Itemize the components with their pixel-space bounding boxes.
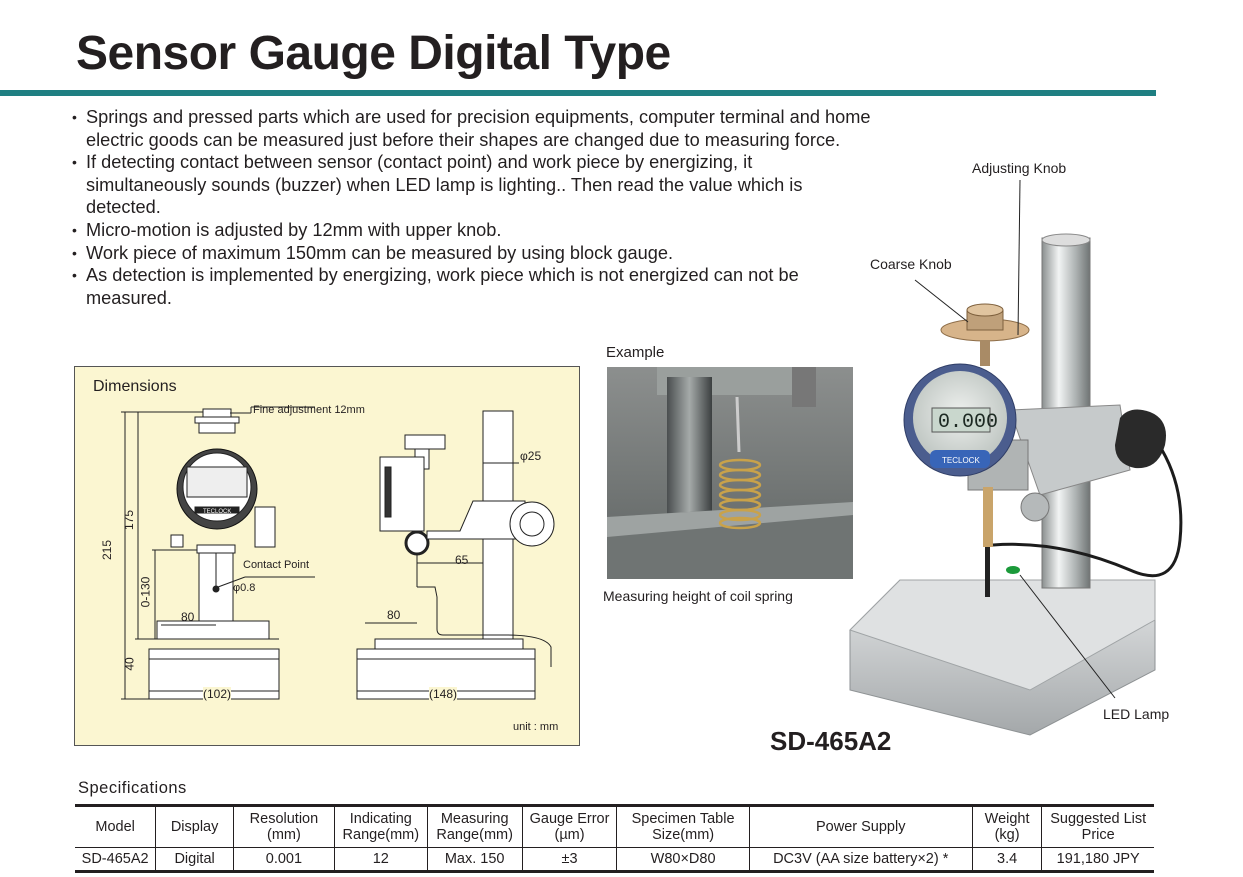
dim-215-label: 215 — [100, 539, 115, 561]
adjusting-knob-label: Adjusting Knob — [972, 160, 1067, 176]
dim-175-label: 175 — [122, 509, 137, 531]
table-header-row: Model Display Resolution (mm) Indicating… — [75, 804, 1154, 848]
feature-item: Micro-motion is adjusted by 12mm with up… — [72, 219, 872, 242]
dim-65-label: 65 — [455, 553, 469, 567]
page-title: Sensor Gauge Digital Type — [76, 27, 671, 80]
table-cell: 191,180 JPY — [1041, 847, 1154, 873]
led-lamp-label: LED Lamp — [1103, 706, 1170, 722]
dim-0130-label: 0-130 — [138, 576, 153, 608]
specifications-table: Model Display Resolution (mm) Indicating… — [75, 804, 1154, 873]
example-caption: Measuring height of coil spring — [603, 588, 793, 604]
table-cell: Max. 150 — [426, 847, 523, 873]
table-cell: 12 — [333, 847, 428, 873]
dim-80-side-label: 80 — [387, 608, 401, 622]
model-name: SD-465A2 — [770, 726, 892, 756]
column-header: Suggested List Price — [1041, 804, 1154, 848]
column-header: Specimen Table Size(mm) — [616, 804, 750, 848]
gauge-display-value: 0.000 — [938, 411, 998, 434]
unit-label: unit : mm — [513, 721, 559, 733]
table-cell: 3.4 — [971, 847, 1042, 873]
coarse-knob-label: Coarse Knob — [870, 256, 952, 272]
table-row: SD-465A2 Digital 0.001 12 Max. 150 ±3 W8… — [75, 847, 1154, 873]
feature-list: Springs and pressed parts which are used… — [72, 106, 872, 309]
column-header: Gauge Error (µm) — [521, 804, 617, 848]
example-photo — [607, 367, 853, 579]
product-photo: 0.000 TECLOCK — [849, 179, 1183, 736]
dim-148-label: (148) — [429, 687, 458, 701]
column-header: Resolution (mm) — [232, 804, 335, 848]
dim-102-label: (102) — [203, 687, 232, 701]
specifications-title: Specifications — [78, 779, 187, 797]
column-header: Display — [155, 804, 234, 848]
column-header: Indicating Range(mm) — [333, 804, 428, 848]
column-header: Power Supply — [748, 804, 973, 848]
column-header: Weight (kg) — [971, 804, 1042, 848]
dimensions-title: Dimensions — [93, 378, 177, 395]
table-cell: Digital — [155, 847, 234, 873]
contact-point-label: Contact Point — [243, 559, 310, 571]
column-header: Measuring Range(mm) — [426, 804, 523, 848]
phi08-label: φ0.8 — [233, 582, 256, 594]
table-cell: SD-465A2 — [75, 847, 156, 873]
dim-80-front-label: 80 — [181, 610, 195, 624]
table-cell: W80×D80 — [616, 847, 750, 873]
title-divider — [0, 90, 1156, 96]
fine-adjustment-label: Fine adjustment 12mm — [253, 404, 365, 416]
table-cell: ±3 — [521, 847, 617, 873]
gauge-brand: TECLOCK — [942, 456, 980, 465]
dimension-brand-label: TECLOCK — [203, 509, 232, 515]
feature-item: Springs and pressed parts which are used… — [72, 106, 872, 151]
phi25-label: φ25 — [520, 449, 542, 463]
feature-item: As detection is implemented by energizin… — [72, 264, 872, 309]
table-cell: DC3V (AA size battery×2) * — [748, 847, 973, 873]
dimensions-drawing — [121, 406, 555, 700]
feature-item: Work piece of maximum 150mm can be measu… — [72, 242, 872, 265]
dim-40-label: 40 — [122, 657, 137, 671]
dimensions-panel: Dimensions — [74, 366, 580, 746]
column-header: Model — [75, 804, 156, 848]
table-cell: 0.001 — [232, 847, 335, 873]
feature-item: If detecting contact between sensor (con… — [72, 151, 872, 219]
example-label: Example — [606, 344, 665, 361]
